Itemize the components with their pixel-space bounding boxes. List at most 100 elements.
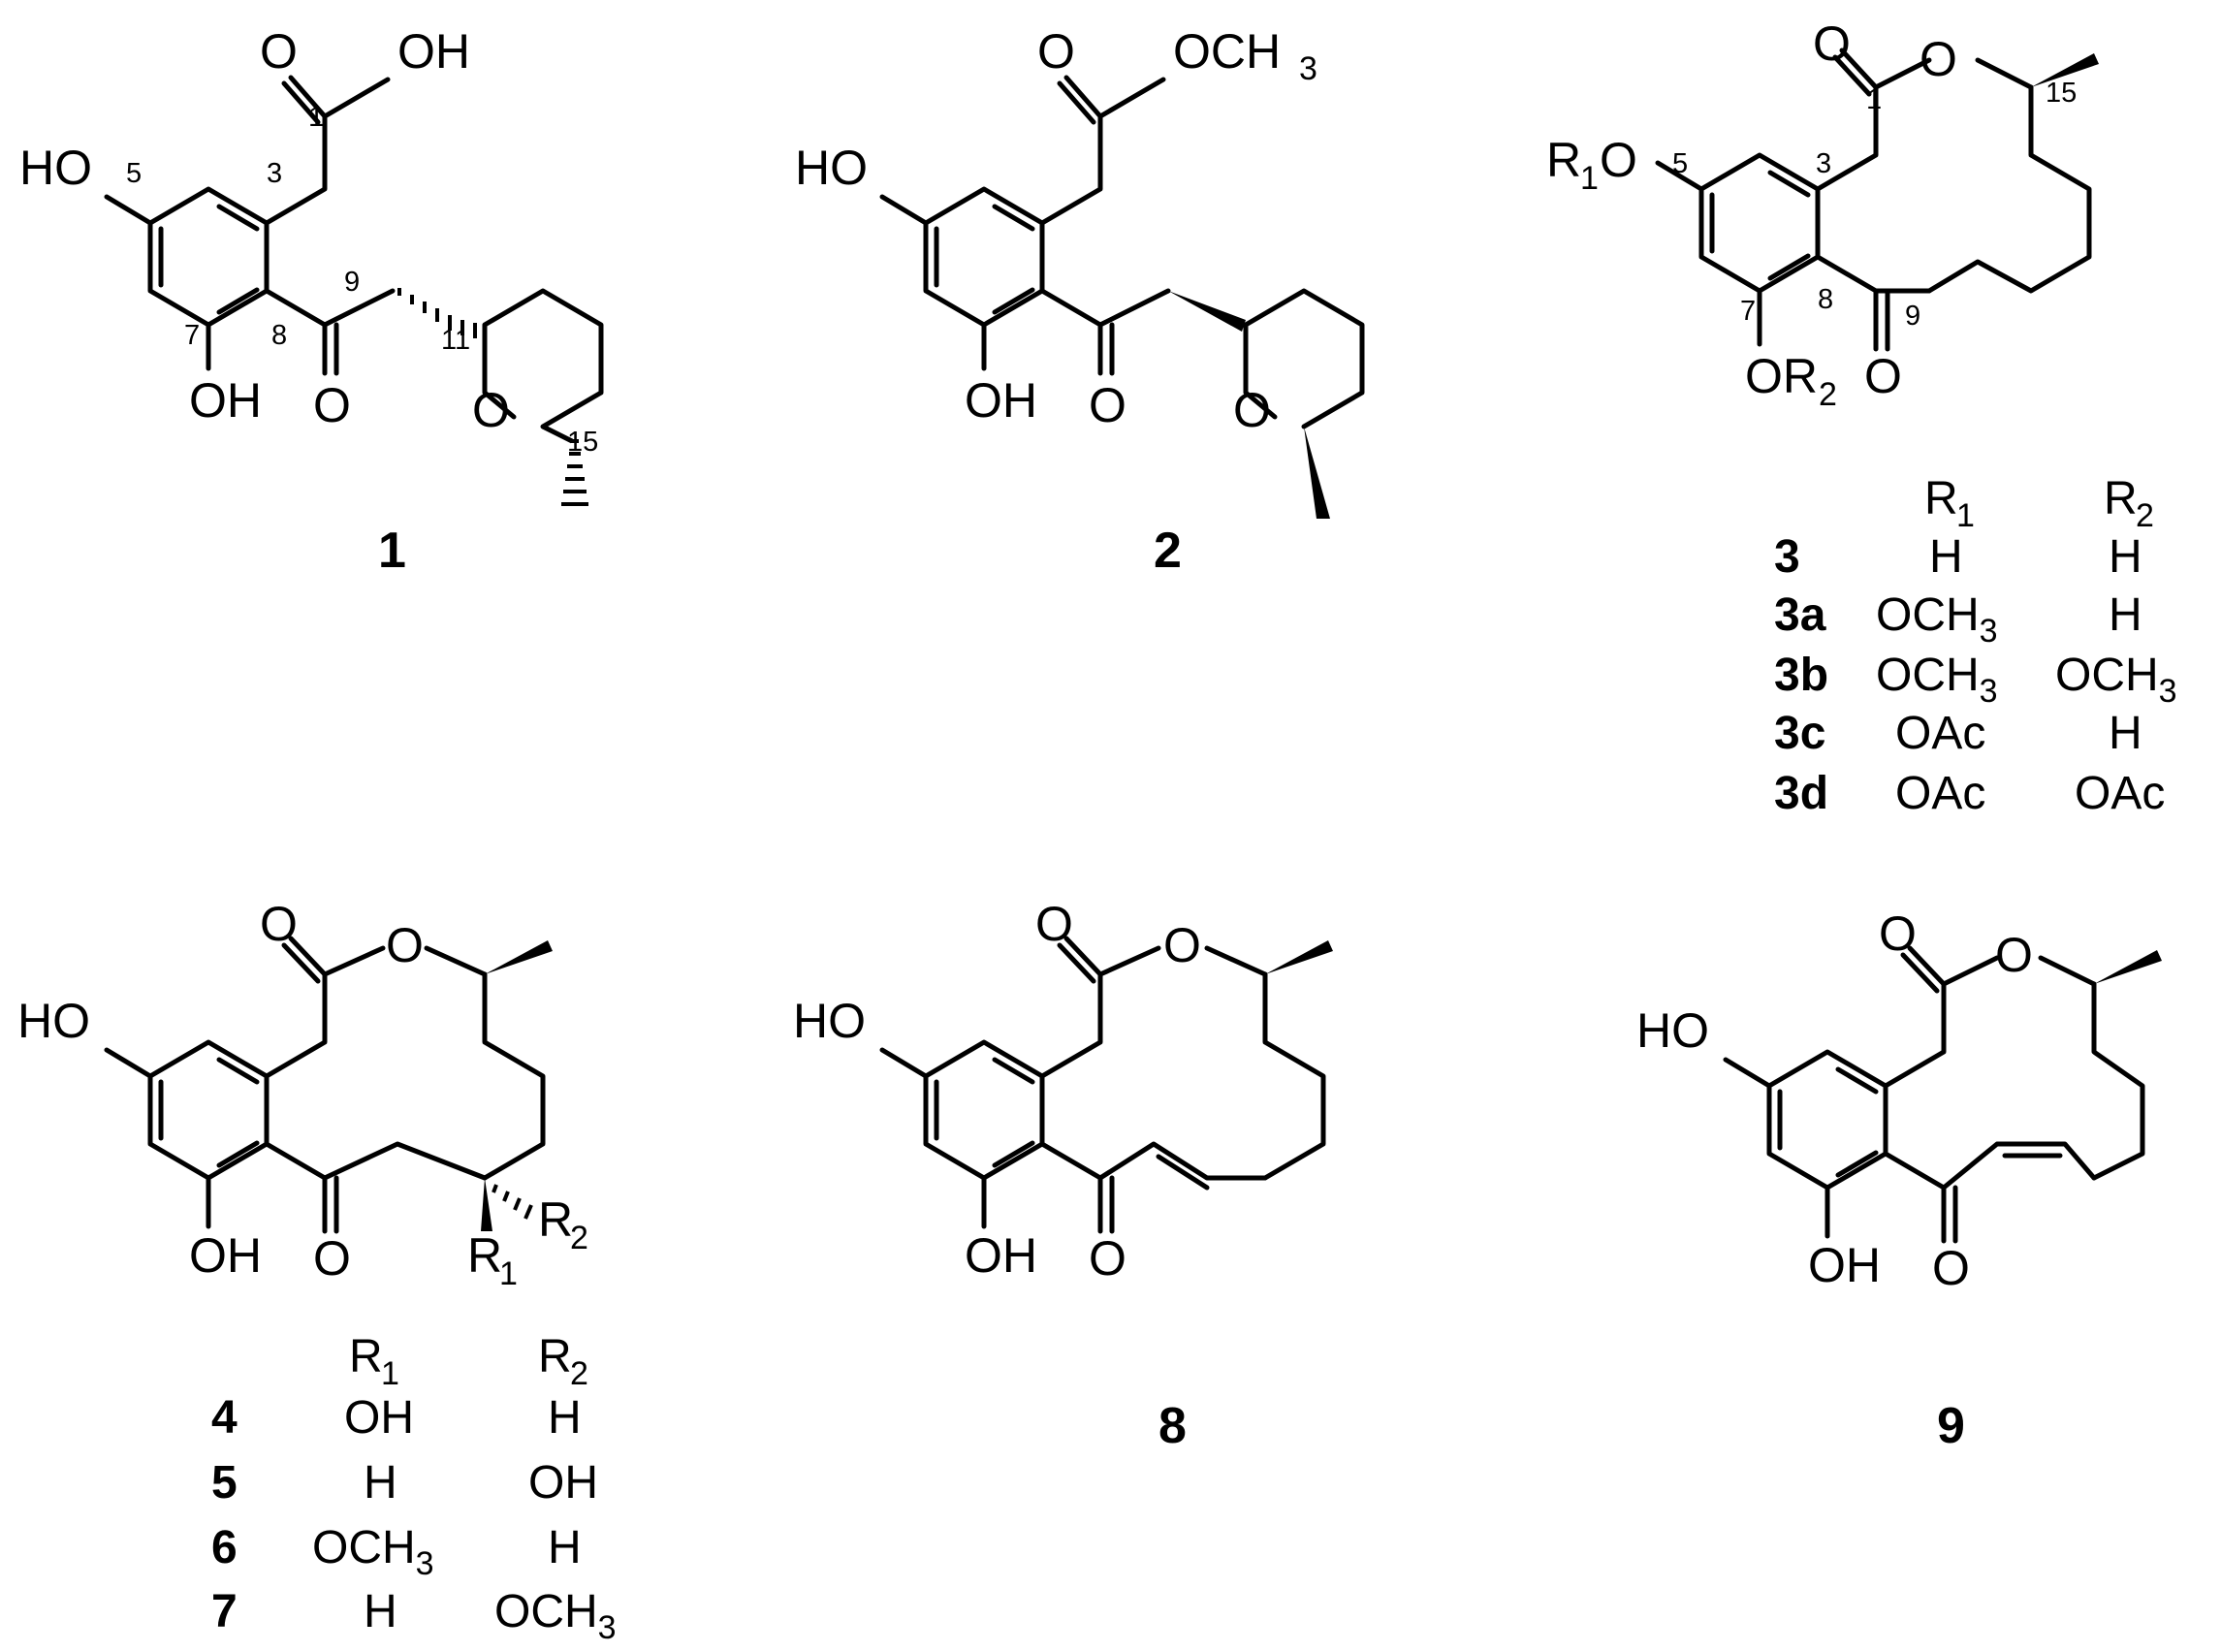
table-header-r1: R bbox=[349, 1331, 383, 1382]
atom-label-och3: OCH bbox=[1173, 24, 1281, 79]
table-cell-r1: H bbox=[364, 1457, 397, 1509]
atom-label-o: O bbox=[1995, 928, 2033, 982]
table-cell-r1: OCH3 bbox=[312, 1522, 434, 1582]
table-row-id: 3a bbox=[1774, 589, 1826, 641]
substituent-table-3: R 1 R 2 3 H H 3a OCH3 H 3b OCH3 OCH3 3c … bbox=[1774, 473, 2177, 819]
table-cell-r2: H bbox=[548, 1522, 582, 1573]
table-cell-r2: OCH3 bbox=[494, 1586, 617, 1646]
locant: 1 bbox=[1866, 84, 1882, 115]
atom-label-o: O bbox=[1813, 16, 1851, 71]
subscript: 1 bbox=[381, 1355, 399, 1392]
table-row-id: 7 bbox=[211, 1586, 238, 1637]
atom-label-r1: R bbox=[1546, 133, 1581, 187]
atom-label-o: O bbox=[1037, 24, 1075, 79]
table-row-id: 3c bbox=[1774, 708, 1825, 759]
compound-id-label: 8 bbox=[1158, 1398, 1187, 1454]
table-cell-r1: H bbox=[364, 1586, 397, 1637]
table-cell-r2: OAc bbox=[2075, 768, 2165, 819]
atom-label-o: O bbox=[260, 24, 298, 79]
atom-label-ho: HO bbox=[795, 141, 868, 195]
atom-label-oh: OH bbox=[1808, 1238, 1881, 1292]
locant: 9 bbox=[344, 267, 360, 298]
table-cell-r1: OAc bbox=[1895, 708, 1985, 759]
atom-label-ho: HO bbox=[1636, 1003, 1709, 1058]
locant: 15 bbox=[2046, 78, 2077, 109]
substituent-table-4-7: R 1 R 2 4 OH H 5 H OH 6 OCH3 H 7 H OCH3 bbox=[211, 1331, 617, 1646]
structure-compound-2: O OCH 3 HO OH O O 2 bbox=[795, 24, 1365, 579]
locant: 3 bbox=[267, 158, 282, 189]
locant: 15 bbox=[567, 427, 598, 458]
table-header-r2: R bbox=[2104, 473, 2138, 524]
atom-label-o: O bbox=[472, 383, 510, 437]
compound-id-label: 2 bbox=[1154, 523, 1182, 579]
table-cell-r2: H bbox=[548, 1392, 582, 1444]
subscript: 2 bbox=[570, 1220, 588, 1256]
atom-label-o: O bbox=[1879, 906, 1917, 961]
table-row-id: 5 bbox=[211, 1457, 238, 1509]
atom-label-o: O bbox=[1920, 32, 1957, 86]
atom-label-o: O bbox=[386, 918, 424, 972]
atom-label-o: O bbox=[1163, 918, 1201, 972]
subscript: 1 bbox=[499, 1255, 518, 1292]
atom-label-r2: R bbox=[538, 1192, 573, 1247]
table-cell-r2: OCH3 bbox=[2055, 650, 2177, 710]
table-cell-r1: OCH3 bbox=[1876, 589, 1998, 650]
table-cell-r2: H bbox=[2109, 708, 2142, 759]
structure-compound-3: O O R 1 O OR 2 O 1 3 5 7 8 9 15 R 1 R 2 … bbox=[1546, 16, 2177, 819]
locant: 8 bbox=[271, 320, 287, 351]
subscript: 2 bbox=[1819, 376, 1837, 413]
atom-label-oh: OH bbox=[965, 1228, 1037, 1283]
table-cell-r1: OH bbox=[344, 1392, 414, 1444]
atom-label-o: O bbox=[313, 1231, 351, 1286]
structure-compound-1: O OH HO OH O O 1 3 5 7 8 9 11 15 1 bbox=[19, 24, 604, 579]
atom-label-o: O bbox=[1089, 378, 1126, 432]
atom-label-ho: HO bbox=[17, 994, 90, 1048]
table-row-id: 3d bbox=[1774, 768, 1828, 819]
structure-compound-9: O O HO OH O 9 bbox=[1636, 906, 2162, 1454]
atom-label-o: O bbox=[1233, 383, 1271, 437]
atom-label-o: O bbox=[1864, 349, 1902, 403]
atom-label-o: O bbox=[1089, 1231, 1126, 1286]
atom-label-o: O bbox=[1600, 133, 1637, 187]
atom-label-oh: OH bbox=[189, 373, 262, 428]
atom-label-oh: OH bbox=[965, 373, 1037, 428]
locant: 7 bbox=[184, 320, 200, 351]
atom-label-r1: R bbox=[467, 1228, 502, 1283]
subscript: 3 bbox=[1299, 50, 1317, 87]
locant: 3 bbox=[1816, 148, 1831, 179]
locant: 7 bbox=[1740, 296, 1756, 327]
subscript: 1 bbox=[1956, 497, 1975, 534]
table-row-id: 6 bbox=[211, 1522, 238, 1573]
table-row-id: 4 bbox=[211, 1392, 238, 1444]
locant: 5 bbox=[126, 158, 142, 189]
atom-label-or2: OR bbox=[1745, 349, 1818, 403]
atom-label-oh: OH bbox=[189, 1228, 262, 1283]
subscript: 2 bbox=[570, 1355, 588, 1392]
locant: 9 bbox=[1905, 301, 1920, 332]
atom-label-o: O bbox=[1932, 1241, 1970, 1295]
locant: 8 bbox=[1818, 284, 1833, 315]
table-row-id: 3b bbox=[1774, 650, 1828, 701]
table-cell-r2: OH bbox=[528, 1457, 598, 1509]
table-row-id: 3 bbox=[1774, 531, 1800, 583]
subscript: 2 bbox=[2136, 497, 2154, 534]
compound-id-label: 9 bbox=[1937, 1398, 1965, 1454]
atom-label-o: O bbox=[313, 378, 351, 432]
compound-id-label: 1 bbox=[378, 523, 406, 579]
locant: 1 bbox=[308, 102, 324, 133]
table-cell-r1: H bbox=[1929, 531, 1963, 583]
table-header-r1: R bbox=[1924, 473, 1958, 524]
table-cell-r2: H bbox=[2109, 589, 2142, 641]
table-cell-r2: H bbox=[2109, 531, 2142, 583]
locant: 5 bbox=[1672, 148, 1688, 179]
atom-label-ho: HO bbox=[793, 994, 866, 1048]
atom-label-oh: OH bbox=[397, 24, 470, 79]
table-cell-r1: OCH3 bbox=[1876, 650, 1998, 710]
structure-compound-8: O O HO OH O 8 bbox=[793, 897, 1333, 1454]
subscript: 1 bbox=[1580, 160, 1599, 197]
table-header-r2: R bbox=[538, 1331, 572, 1382]
atom-label-o: O bbox=[1035, 897, 1073, 951]
locant: 11 bbox=[441, 325, 470, 356]
structure-compounds-4-7: O O HO OH O R 1 R 2 R 1 R 2 4 OH H 5 H O… bbox=[17, 897, 617, 1646]
